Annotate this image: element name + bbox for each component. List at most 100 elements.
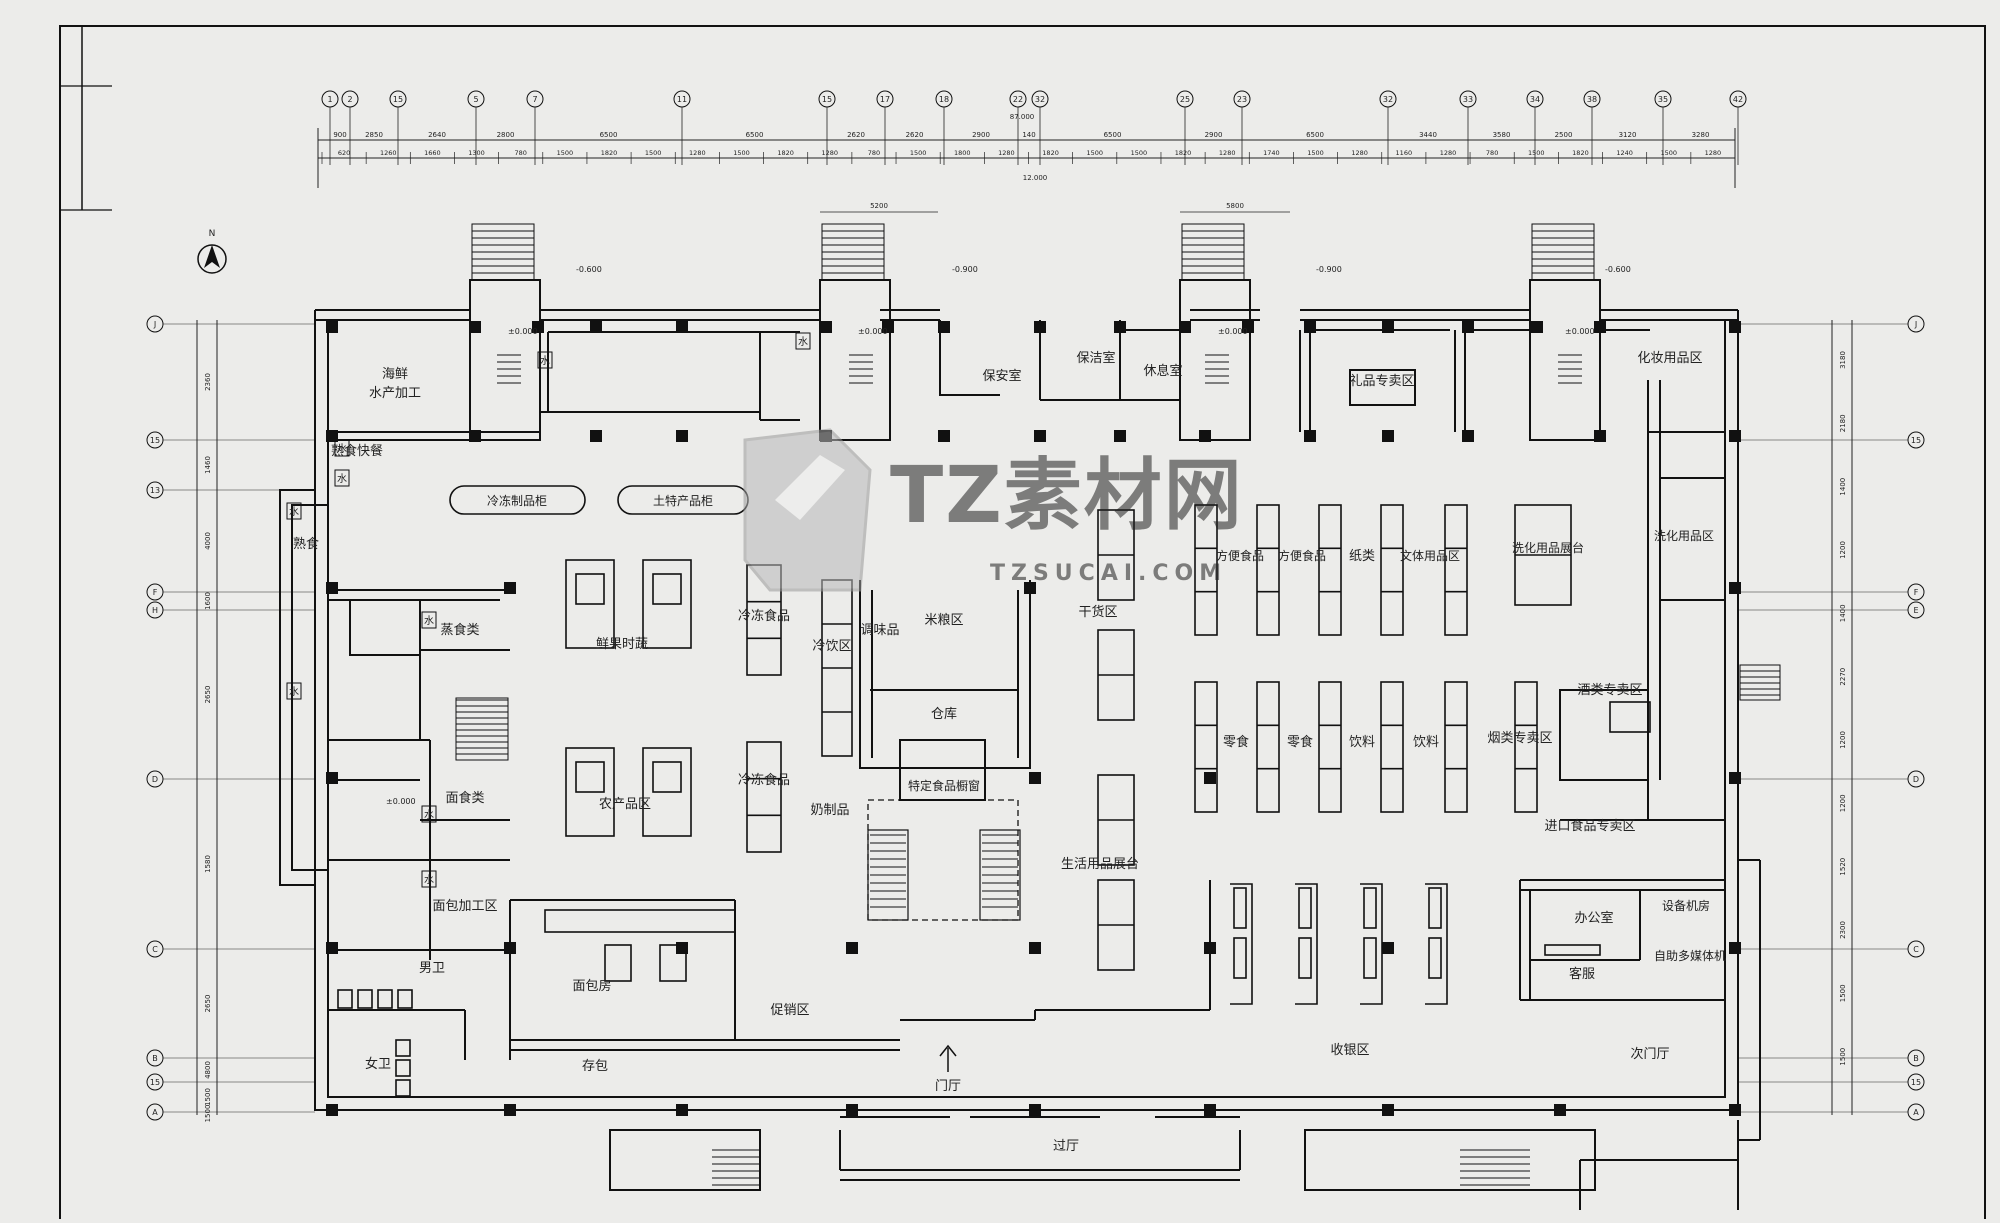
level-stair-low: -0.600 <box>576 265 602 274</box>
water-label: 水 <box>424 874 434 886</box>
shelf-unit <box>652 573 682 605</box>
axis-label: 5 <box>473 95 478 104</box>
axis-bubble: 38 <box>1583 90 1601 165</box>
axis-label: F <box>153 588 158 597</box>
axis-bubble: 34 <box>1526 90 1544 165</box>
dimension-text: 1500 <box>645 149 662 157</box>
axis-label: E <box>1913 606 1918 615</box>
dimension-text: 1400 <box>1839 604 1847 622</box>
axis-bubble: C <box>1738 940 1925 958</box>
room-service: 客服 <box>1569 966 1595 982</box>
dimension-text: 2900 <box>972 131 990 139</box>
level-main: ±0.000 <box>386 797 416 806</box>
entrance-arrow-icon <box>939 1044 957 1072</box>
axis-label: J <box>153 320 156 329</box>
north-arrow-icon: N <box>197 229 227 274</box>
dimension-text: 1800 <box>954 149 971 157</box>
room-bread-diy: 面包加工区 <box>432 899 497 914</box>
dimension-text: 1280 <box>1219 149 1236 157</box>
water-box: 水 <box>421 611 437 629</box>
dimension-text: 1500 <box>1528 149 1545 157</box>
dimension-text: 1280 <box>1351 149 1368 157</box>
dimension-text: 1740 <box>1263 149 1280 157</box>
room-rice: 米粮区 <box>924 613 963 628</box>
column <box>1382 321 1394 333</box>
column <box>504 1104 516 1116</box>
dimension-text: 2650 <box>204 995 212 1013</box>
room-cooked-fast: 熟食快餐 <box>331 443 383 459</box>
dimension-text: 1500 <box>1131 149 1148 157</box>
column <box>882 321 894 333</box>
checkout-lane <box>1295 883 1318 1005</box>
room-paper: 纸类 <box>1349 549 1375 564</box>
axis-bubble: A <box>146 1103 315 1121</box>
dimension-text: 1500 <box>733 149 750 157</box>
dimension-text: 1400 <box>1839 478 1847 496</box>
shelf-unit <box>565 747 615 837</box>
dimension-text: 6500 <box>600 131 618 139</box>
dimension-text: 1520 <box>1839 858 1847 876</box>
dimension-text: 1280 <box>998 149 1015 157</box>
axis-label: 18 <box>939 95 949 104</box>
shelf-unit <box>1097 629 1135 721</box>
room-instant-1: 方便食品 <box>1216 548 1264 563</box>
axis-label: 35 <box>1658 95 1668 104</box>
dimension-text: 2300 <box>1839 921 1847 939</box>
column <box>504 942 516 954</box>
dimension-text: 2640 <box>428 131 446 139</box>
dimension-text: 1160 <box>1396 149 1413 157</box>
axis-label: 17 <box>880 95 890 104</box>
shelf-unit <box>397 989 413 1009</box>
shelf-unit <box>544 909 736 933</box>
axis-bubble: B <box>146 1049 315 1067</box>
dimension-text: 780 <box>514 149 526 157</box>
axis-label: 11 <box>677 95 687 104</box>
dimension-text: 1240 <box>1616 149 1633 157</box>
axis-bubble: E <box>1738 601 1925 619</box>
dimension-text: 1500 <box>1839 1048 1847 1066</box>
shelf-unit <box>821 579 853 757</box>
axis-label: 15 <box>150 1078 160 1087</box>
dimension-text: 1600 <box>204 592 212 610</box>
column <box>1729 942 1741 954</box>
shelf-unit <box>377 989 393 1009</box>
axis-bubble: J <box>1738 315 1925 333</box>
axis-label: 23 <box>1237 95 1247 104</box>
column <box>326 772 338 784</box>
shelf-unit <box>1256 681 1280 813</box>
label-local-produce: 土特产品柜 <box>653 493 713 508</box>
top-mid-dimension-2: 12.000 <box>1023 174 1048 182</box>
column <box>1114 321 1126 333</box>
room-deli: 熟食 <box>293 536 319 552</box>
column <box>590 321 602 333</box>
axis-bubble: 25 <box>1176 90 1194 165</box>
axis-label: 13 <box>150 486 160 495</box>
column <box>1242 321 1254 333</box>
axis-bubble: 22 <box>1009 90 1027 165</box>
axis-label: 15 <box>393 95 403 104</box>
room-female-wc: 女卫 <box>365 1056 391 1072</box>
dimension-text: 3580 <box>1493 131 1511 139</box>
room-equipment: 设备机房 <box>1662 898 1710 913</box>
column <box>1462 430 1474 442</box>
dimension-text: 2900 <box>1205 131 1223 139</box>
column <box>326 321 338 333</box>
shelf-unit <box>642 559 692 649</box>
shelf-unit <box>1380 681 1404 813</box>
axis-label: C <box>1913 945 1919 954</box>
shelf-unit <box>1444 504 1468 636</box>
shelf-unit <box>337 989 353 1009</box>
room-frozen-food-2: 冷冻食品 <box>738 772 790 788</box>
column <box>1034 430 1046 442</box>
room-condiments: 调味品 <box>860 623 899 638</box>
axis-label: F <box>1914 588 1919 597</box>
axis-bubble: J <box>146 315 315 333</box>
axis-label: 1 <box>327 95 332 104</box>
dimension-text: 1500 <box>1839 984 1847 1002</box>
axis-label: 15 <box>150 436 160 445</box>
axis-label: 15 <box>822 95 832 104</box>
